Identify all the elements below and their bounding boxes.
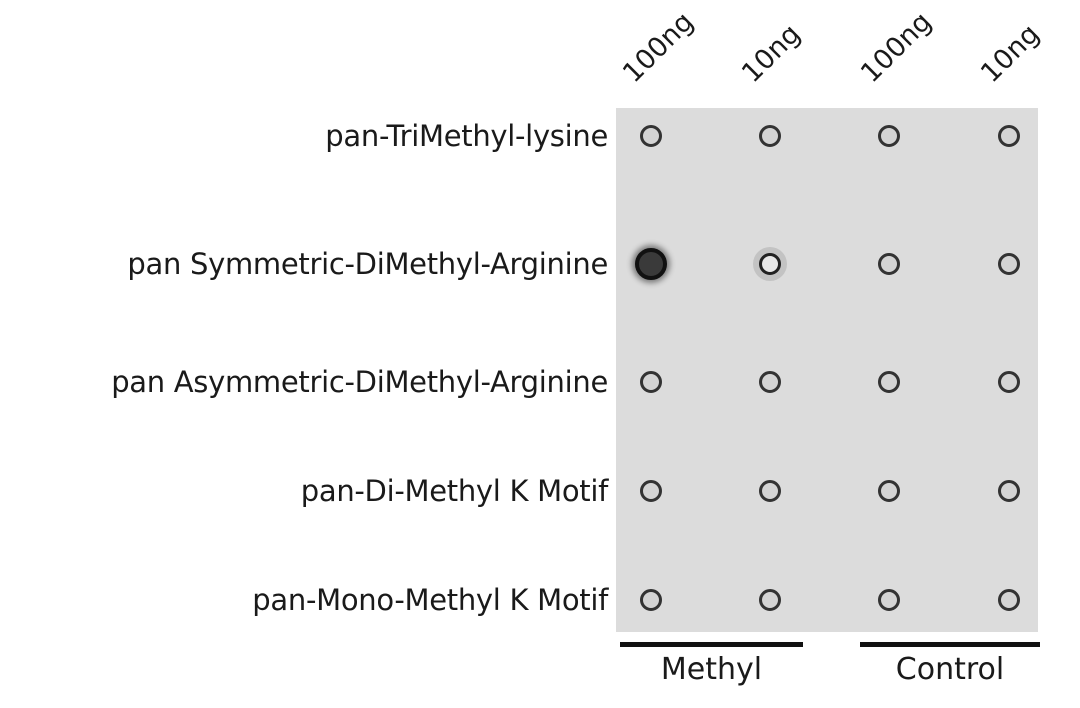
blot-dot-none [759, 480, 781, 502]
column-label: 10ng [736, 18, 807, 89]
blot-dot-none [759, 371, 781, 393]
blot-dot-none [878, 480, 900, 502]
blot-dot-none [878, 589, 900, 611]
blot-dot-none [759, 589, 781, 611]
column-label: 10ng [975, 18, 1046, 89]
blot-dot-none [640, 371, 662, 393]
blot-dot-none [878, 371, 900, 393]
group-label: Methyl [660, 652, 763, 687]
group-bracket [860, 642, 1040, 647]
column-label: 100ng [855, 6, 938, 89]
blot-dot-none [759, 125, 781, 147]
blot-dot-none [998, 480, 1020, 502]
blot-dot-none [640, 589, 662, 611]
group-label: Control [895, 652, 1005, 687]
group-bracket [620, 642, 803, 647]
row-label: pan-TriMethyl-lysine [325, 119, 608, 153]
blot-dot-none [998, 371, 1020, 393]
blot-dot-none [998, 125, 1020, 147]
row-label: pan Symmetric-DiMethyl-Arginine [127, 247, 608, 281]
row-label: pan-Di-Methyl K Motif [300, 474, 609, 508]
blot-dot-none [640, 480, 662, 502]
row-label: pan Asymmetric-DiMethyl-Arginine [111, 365, 608, 399]
blot-dot-medium [759, 253, 781, 275]
blot-dot-none [878, 253, 900, 275]
row-label: pan-Mono-Methyl K Motif [252, 583, 608, 617]
blot-dot-none [640, 125, 662, 147]
column-label: 100ng [617, 6, 700, 89]
blot-dot-none [998, 253, 1020, 275]
blot-dot-none [998, 589, 1020, 611]
blot-dot-strong [635, 248, 667, 280]
dot-blot-membrane [616, 108, 1038, 632]
blot-dot-none [878, 125, 900, 147]
